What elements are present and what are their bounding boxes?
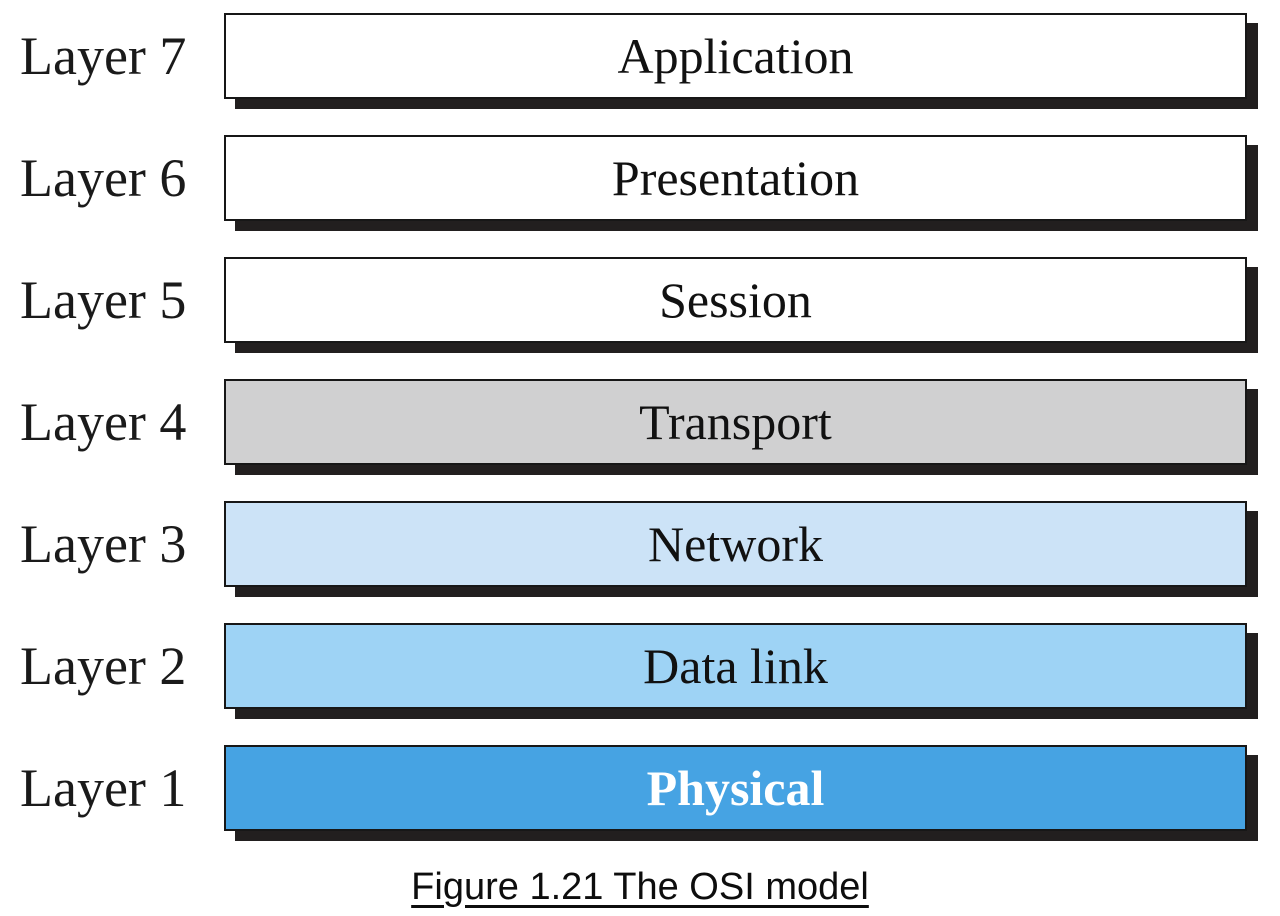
osi-layer-row: Layer 4 Transport [0,379,1280,477]
layer-box-transport: Transport [224,379,1247,465]
layer-name-text: Physical [646,760,825,816]
layer-box-data-link: Data link [224,623,1247,709]
layer-name-text: Presentation [611,150,860,206]
layer-box-wrapper: Transport [224,379,1258,475]
osi-layer-row: Layer 1 Physical [0,745,1280,843]
layer-box-network: Network [224,501,1247,587]
layer-box-physical: Physical [224,745,1247,831]
layer-number-label: Layer 3 [20,514,187,574]
osi-layer-row: Layer 2 Data link [0,623,1280,721]
layer-box-wrapper: Physical [224,745,1258,841]
layer-number-label: Layer 4 [20,392,187,452]
figure-caption-text: Figure 1.21 The OSI model [411,866,869,908]
layer-box-wrapper: Session [224,257,1258,353]
layer-number-label: Layer 6 [20,148,187,208]
layer-name-text: Data link [643,638,828,694]
layer-name-text: Session [659,272,812,328]
layer-box-wrapper: Data link [224,623,1258,719]
layer-box-wrapper: Network [224,501,1258,597]
layer-box-wrapper: Application [224,13,1258,109]
osi-layer-row: Layer 5 Session [0,257,1280,355]
layer-number-label: Layer 7 [20,26,187,86]
layer-number-label: Layer 2 [20,636,187,696]
layer-box-presentation: Presentation [224,135,1247,221]
layer-box-application: Application [224,13,1247,99]
layer-name-text: Application [617,28,854,84]
layer-number-label: Layer 1 [20,758,187,818]
layer-name-text: Network [648,516,823,572]
layer-number-label: Layer 5 [20,270,187,330]
figure-caption: Figure 1.21 The OSI model [0,866,1280,909]
osi-layer-row: Layer 3 Network [0,501,1280,599]
osi-layer-row: Layer 7 Application [0,13,1280,111]
layer-box-wrapper: Presentation [224,135,1258,231]
layer-name-text: Transport [639,394,832,450]
layer-box-session: Session [224,257,1247,343]
osi-layer-row: Layer 6 Presentation [0,135,1280,233]
